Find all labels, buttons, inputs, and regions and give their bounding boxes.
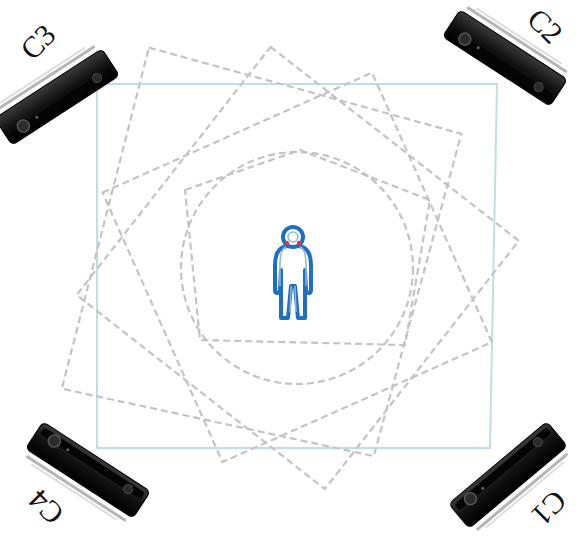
- kinect-camera: [0, 40, 119, 145]
- coverage-square: [103, 73, 492, 462]
- coverage-square: [77, 47, 519, 489]
- coverage-circle: [181, 152, 413, 384]
- camera-label: C1: [526, 485, 572, 531]
- coverage-square: [62, 47, 463, 467]
- kinect-camera: [443, 1, 573, 106]
- camera-label: C4: [23, 484, 69, 530]
- kinect-camera: [449, 422, 574, 536]
- person-figure: [275, 227, 311, 318]
- capture-area: [97, 84, 497, 448]
- coverage-polygon: [185, 150, 430, 345]
- camera-label: C3: [15, 19, 61, 65]
- coverage-shapes: [62, 47, 519, 489]
